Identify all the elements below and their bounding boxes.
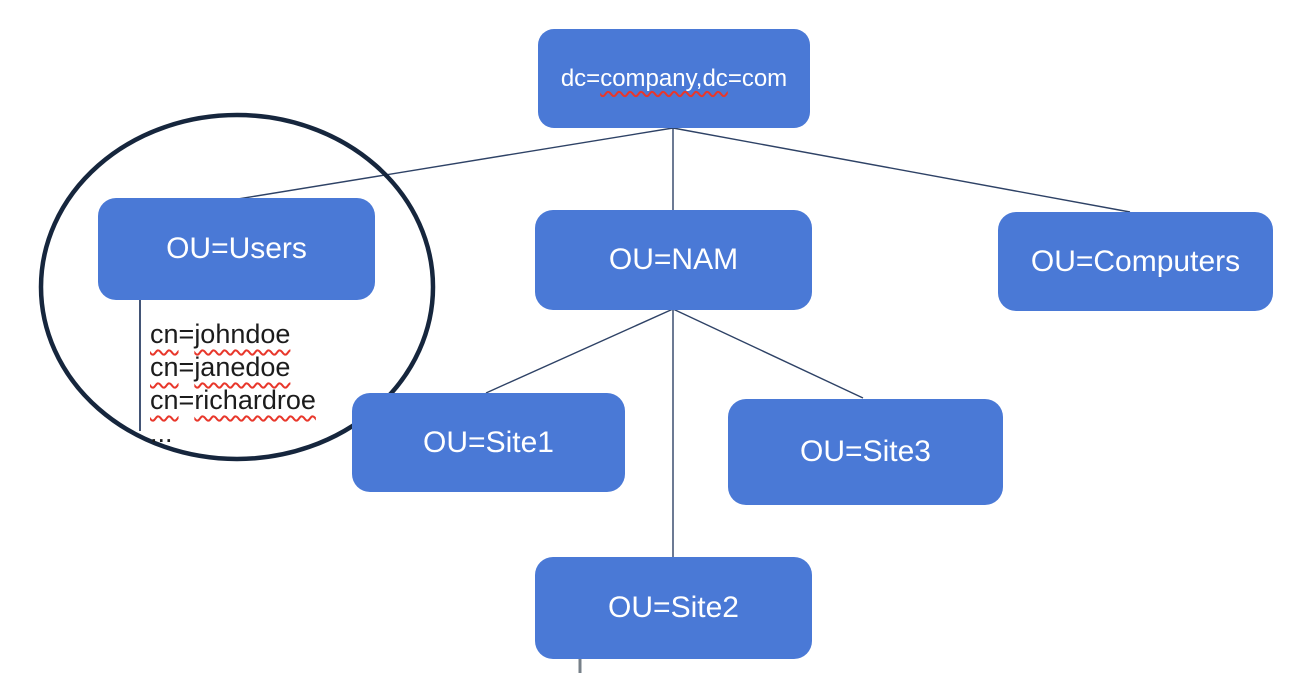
node-dc-company: dc=company,dc=com (538, 29, 810, 128)
node-ou-site1-label: OU=Site1 (423, 425, 554, 459)
node-ou-site3: OU=Site3 (728, 399, 1003, 505)
node-ou-users-label: OU=Users (166, 232, 307, 265)
node-ou-site2: OU=Site2 (535, 557, 812, 659)
node-ou-site3-label: OU=Site3 (800, 435, 931, 468)
connector-nam-to-site3 (672, 308, 864, 399)
node-ou-computers-label: OU=Computers (1030, 244, 1241, 278)
node-ou-nam-label: OU=NAM (608, 243, 739, 276)
node-ou-computers: OU=Computers (998, 212, 1273, 311)
spellcheck-squiggle: company,dc (600, 64, 728, 92)
node-ou-nam: OU=NAM (535, 210, 812, 310)
connector-nam-to-site1 (485, 308, 674, 394)
cn-entry-janedoe: cn=janedoe (150, 352, 291, 382)
node-ou-users: OU=Users (98, 198, 375, 300)
node-ou-site1: OU=Site1 (352, 393, 625, 492)
connector-root-to-computers (672, 127, 1131, 213)
cn-entry-richardroe: cn=richardroe (150, 385, 316, 415)
cn-entries-ellipsis: ... (150, 418, 173, 448)
node-ou-site2-label: OU=Site2 (608, 591, 739, 624)
node-dc-company-label: dc=company,dc=com (560, 64, 788, 92)
users-cn-entries-list: cn=johndoe cn=janedoe cn=richardroe ... (150, 318, 316, 450)
cn-entry-johndoe: cn=johndoe (150, 319, 291, 349)
connector-root-to-users (237, 127, 674, 200)
